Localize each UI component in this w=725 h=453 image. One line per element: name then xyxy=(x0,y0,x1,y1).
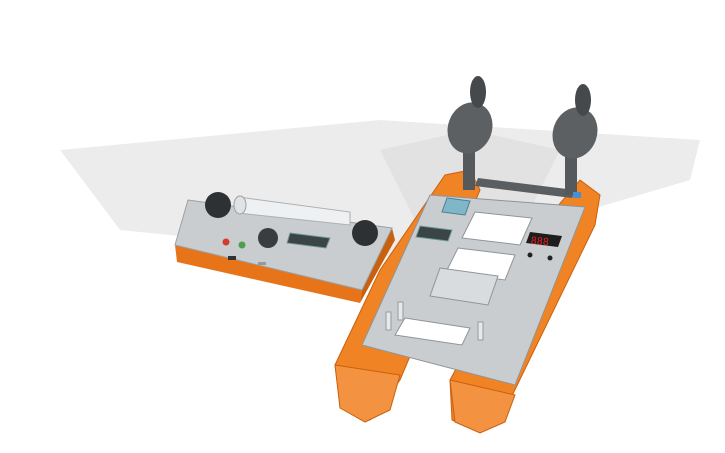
catamaran[interactable]: 888 xyxy=(334,76,605,434)
lcd-display xyxy=(286,232,331,249)
led-digits: 888 xyxy=(530,236,549,249)
battery-box xyxy=(429,267,499,306)
joystick-right[interactable] xyxy=(352,220,378,246)
control-box-side-right xyxy=(360,228,395,303)
motor-right[interactable] xyxy=(545,84,604,195)
control-box-side-front xyxy=(175,245,362,303)
post-1 xyxy=(385,311,392,331)
post-2 xyxy=(397,301,404,321)
led-display xyxy=(526,232,562,247)
deck-button-2[interactable] xyxy=(547,255,553,261)
motor-mount-bar xyxy=(475,178,575,198)
hull-left-bow xyxy=(334,364,401,423)
hull-right-bow xyxy=(449,379,516,434)
control-box[interactable] xyxy=(174,192,395,303)
usb-port xyxy=(258,262,266,265)
deck-opening-3 xyxy=(394,317,471,346)
power-switch[interactable] xyxy=(228,256,236,260)
deck-button-1[interactable] xyxy=(527,252,533,258)
blue-connector xyxy=(573,192,581,198)
lcd-module xyxy=(415,225,453,242)
cylinder-end xyxy=(233,195,247,215)
deck-opening-1 xyxy=(461,211,533,246)
indicator-red xyxy=(222,238,230,246)
joystick-left[interactable] xyxy=(205,192,231,218)
indicator-green xyxy=(238,241,246,249)
motor-left[interactable] xyxy=(440,76,499,190)
rotary-knob[interactable] xyxy=(258,228,278,248)
post-3 xyxy=(477,321,484,341)
keypad[interactable] xyxy=(441,197,471,216)
